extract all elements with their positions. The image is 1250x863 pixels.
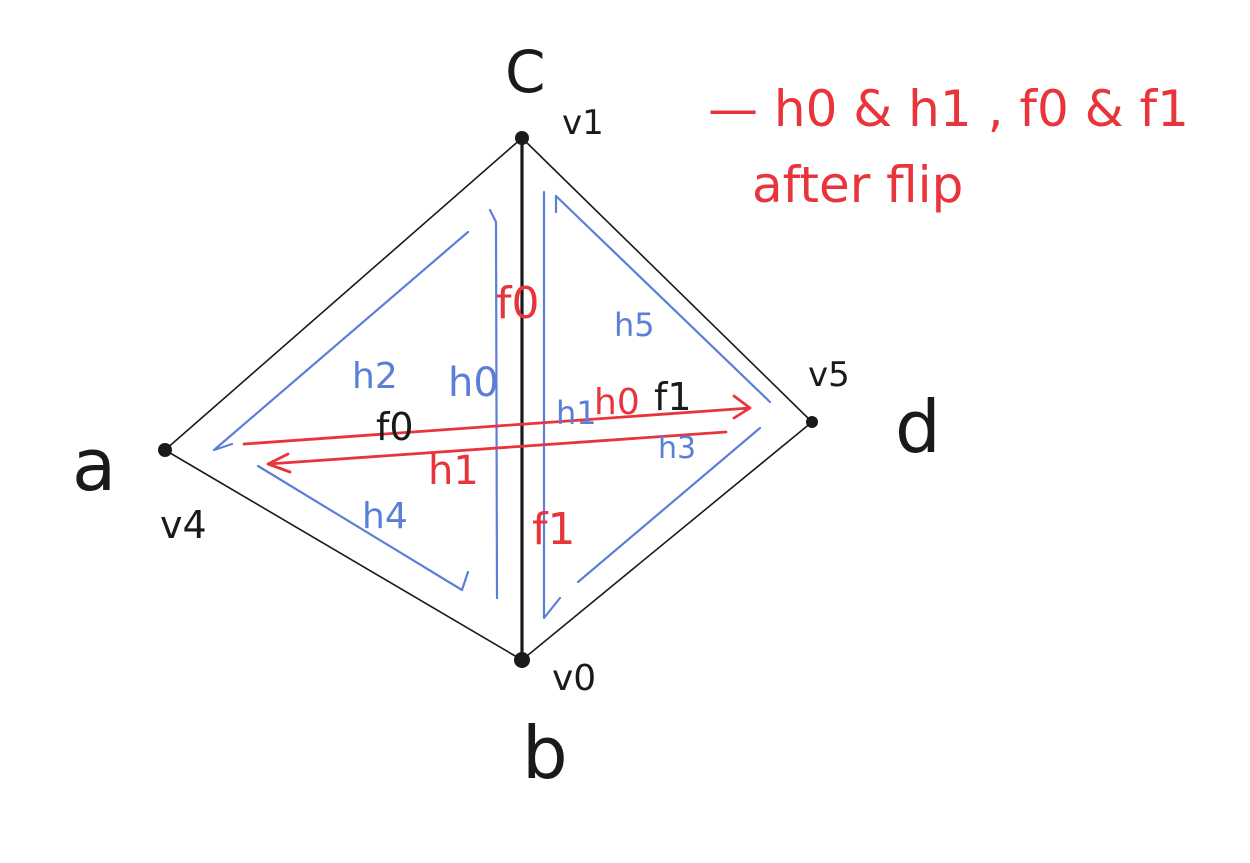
half-edge-h0	[488, 208, 499, 600]
vertex-letter-c: C	[505, 38, 546, 106]
vertex-tags: v1 v4 v5 v0	[160, 103, 850, 699]
half-edge-h5	[554, 194, 772, 404]
vertex-letter-d: d	[895, 385, 941, 469]
mesh-edges	[164, 136, 813, 662]
label-f0-red: f0	[496, 278, 539, 329]
note-line-1: — h0 & h1 , f0 & f1	[708, 80, 1189, 138]
half-edge-h1	[542, 190, 562, 620]
label-h1: h1	[556, 394, 597, 432]
vertex-letter-b: b	[522, 711, 568, 795]
flipped-half-edges	[242, 394, 752, 474]
vertex-tag-v5: v5	[808, 355, 850, 395]
label-h0-red: h0	[594, 382, 640, 423]
label-h4: h4	[362, 496, 408, 537]
black-face-labels: f0 f1	[376, 375, 692, 449]
label-f1-red: f1	[532, 504, 575, 555]
label-h0: h0	[448, 360, 499, 406]
vertex-dot-d	[806, 416, 818, 428]
left-triangle-half-edges	[212, 208, 499, 600]
vertex-tag-v0: v0	[552, 658, 596, 699]
edge-c-a	[164, 137, 523, 451]
half-edge-h4	[256, 464, 470, 592]
note-line-2: after flip	[752, 156, 963, 214]
edge-a-b	[164, 449, 523, 661]
flip-note: — h0 & h1 , f0 & f1 after flip	[708, 80, 1189, 214]
vertex-letter-a: a	[72, 423, 116, 507]
label-f0-black: f0	[376, 405, 414, 449]
red-labels: f0 f1 h0 h1	[428, 278, 640, 555]
label-h3: h3	[658, 431, 696, 466]
label-h5: h5	[614, 306, 655, 344]
vertex-dots	[158, 131, 818, 668]
vertex-tag-v1: v1	[562, 103, 604, 143]
label-h1-red: h1	[428, 448, 479, 494]
edge-b-d	[521, 421, 813, 661]
vertex-dot-a	[158, 443, 172, 457]
vertex-dot-b	[514, 652, 530, 668]
edge-c-d	[521, 137, 813, 423]
vertex-letters: C a d b	[72, 38, 941, 795]
flipped-half-edge-h1-arrow	[266, 430, 728, 474]
blue-half-edge-labels: h2 h0 h4 h5 h1 h3	[352, 306, 696, 537]
vertex-dot-c	[515, 131, 529, 145]
half-edge-h2	[212, 230, 470, 452]
half-edge-h3	[576, 426, 762, 584]
label-h2: h2	[352, 356, 398, 397]
right-triangle-half-edges	[542, 190, 772, 620]
flipped-half-edge-h0-arrow	[242, 394, 752, 446]
label-f1-black: f1	[654, 375, 692, 419]
vertex-tag-v4: v4	[160, 503, 207, 547]
